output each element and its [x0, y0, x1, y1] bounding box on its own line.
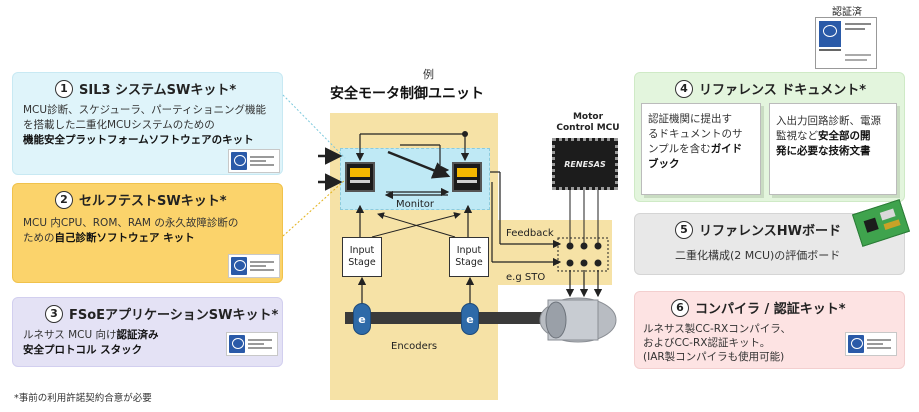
- kit-desc-line: MCU 内CPU、ROM、RAM の永久故障診断の: [23, 217, 239, 229]
- mcu-title-line: Motor: [572, 112, 604, 122]
- doc-card-line: ンプルを含む: [648, 143, 711, 155]
- doc-card-bold: 安全部の開: [818, 130, 871, 142]
- tuv-certification-logo: [815, 17, 877, 69]
- number-badge: 1: [55, 79, 73, 98]
- number-badge: 6: [671, 298, 689, 317]
- doc-card-line: るドキュメントのサ: [648, 128, 743, 140]
- feedback-label: Feedback: [506, 228, 554, 239]
- encoder-icon: e: [461, 303, 479, 335]
- doc-card-bold: ブック: [648, 158, 680, 170]
- panel-title: コンパイラ / 認証キット*: [695, 302, 846, 317]
- kit-title: FSoEアプリケーションSWキット*: [69, 308, 279, 323]
- number-badge: 5: [675, 220, 693, 239]
- certified-label: 認証済: [832, 7, 862, 18]
- example-label: 例: [423, 68, 434, 81]
- mcu-title-line: Control MCU: [556, 123, 620, 133]
- reference-document-panel[interactable]: 4 リファレンス ドキュメント* 認証機関に提出す るドキュメントのサ ンプルを…: [634, 72, 905, 202]
- kit-desc-line: を搭載した二重化MCUシステムのための: [23, 119, 215, 131]
- panel-title: リファレンス ドキュメント*: [699, 83, 867, 98]
- number-badge: 2: [55, 190, 73, 209]
- mcu-title: Motor Control MCU: [548, 112, 628, 134]
- panel-body: 二重化構成(2 MCU)の評価ボード: [675, 249, 841, 262]
- encoder-icon: e: [353, 303, 371, 335]
- kit-panel-sil3[interactable]: 1 SIL3 システムSWキット* MCU診断、スケジューラ、パーティショニング…: [12, 72, 283, 175]
- panel-body-line: およびCC-RX認証キット。: [643, 337, 771, 349]
- number-badge: 3: [45, 304, 63, 323]
- panel-body-line: ルネサス製CC-RXコンパイラ、: [643, 323, 792, 335]
- kit-title: セルフテストSWキット*: [79, 194, 227, 209]
- doc-card-guidebook[interactable]: 認証機関に提出す るドキュメントのサ ンプルを含むガイド ブック: [641, 103, 761, 195]
- compiler-panel[interactable]: 6 コンパイラ / 認証キット* ルネサス製CC-RXコンパイラ、 およびCC-…: [634, 291, 905, 369]
- monitor-label: Monitor: [396, 199, 435, 210]
- mcu-chip-icon: [345, 162, 375, 192]
- kit-title: SIL3 システムSWキット*: [79, 83, 237, 98]
- kit-desc-bold: 自己診断ソフトウェア キット: [54, 232, 195, 244]
- renesas-mcu-chip-icon: RENESAS: [552, 138, 618, 190]
- mcu-brand: RENESAS: [564, 159, 606, 169]
- doc-card-line: 監視など: [776, 130, 818, 142]
- input-stage-2: Input Stage: [449, 237, 489, 277]
- kit-panel-fsoe[interactable]: 3 FSoEアプリケーションSWキット* ルネサス MCU 向け認証済み 安全プ…: [12, 297, 283, 367]
- tuv-badge-icon: [228, 254, 280, 278]
- doc-card-line: 入出力回路診断、電源: [776, 115, 881, 127]
- footnote: *事前の利用許諾契約合意が必要: [14, 393, 152, 404]
- number-badge: 4: [675, 79, 693, 98]
- doc-card-bold: 発に必要な技術文書: [776, 145, 871, 157]
- encoders-label: Encoders: [391, 341, 438, 352]
- kit-desc-line: ルネサス MCU 向け: [23, 329, 117, 341]
- feedback-region: [498, 220, 612, 285]
- tuv-badge-icon: [226, 332, 278, 356]
- kit-desc-bold: 認証済み: [116, 329, 159, 341]
- input-stage-1: Input Stage: [342, 237, 382, 277]
- tuv-badge-icon: [228, 149, 280, 173]
- doc-card-technical[interactable]: 入出力回路診断、電源 監視など安全部の開 発に必要な技術文書: [769, 103, 897, 195]
- sto-label: e.g STO: [506, 272, 546, 283]
- kit-panel-selftest[interactable]: 2 セルフテストSWキット* MCU 内CPU、ROM、RAM の永久故障診断の…: [12, 183, 283, 283]
- kit-desc-line: ための: [23, 232, 55, 244]
- reference-board-panel[interactable]: 5 リファレンスHWボード 二重化構成(2 MCU)の評価ボード: [634, 213, 905, 275]
- kit-desc-bold: 安全プロトコル スタック: [23, 344, 143, 356]
- kit-desc-line: MCU診断、スケジューラ、パーティショニング機能: [23, 104, 267, 116]
- panel-body-line: (IAR製コンパイラも使用可能): [643, 351, 785, 363]
- mcu-chip-icon: [452, 162, 482, 192]
- doc-card-bold: ガイド: [710, 143, 743, 155]
- example-title: 安全モータ制御ユニット: [330, 86, 484, 102]
- doc-card-line: 認証機関に提出す: [648, 113, 732, 125]
- tuv-badge-icon: [845, 332, 897, 356]
- kit-desc-bold: 機能安全プラットフォームソフトウェアのキット: [23, 134, 254, 146]
- panel-title: リファレンスHWボード: [699, 224, 841, 239]
